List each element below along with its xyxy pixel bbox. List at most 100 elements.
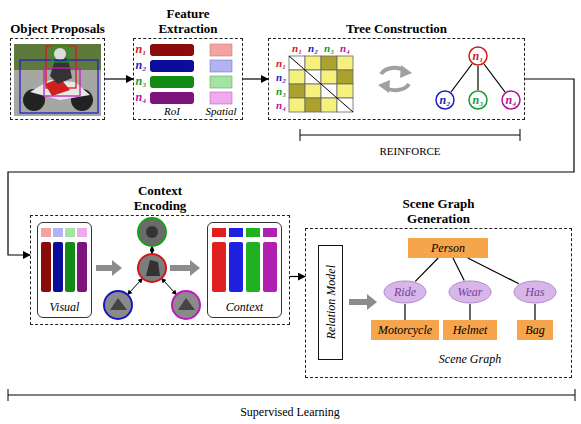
adjacency-matrix [289,56,353,112]
image-figure [146,260,160,276]
text-label: REINFORCE [379,145,440,157]
text-label: n₂ [136,59,147,72]
matrix-cell [289,98,305,112]
photo [14,44,101,116]
connector [468,258,519,284]
roi-bar [53,242,63,292]
stage-box: Tree Constructionn₁n₂n₃n₄ [268,38,525,120]
text-label: n₃ [324,42,334,54]
supervised-bracket [8,389,575,401]
context-cube [246,228,260,237]
node-shape [449,281,491,303]
helmet [54,48,66,60]
connector [415,258,438,281]
context-link [152,246,153,254]
context-link [162,278,177,294]
stage-box: Object Proposals [10,38,105,120]
context-bar [229,242,243,292]
tree-node: n₃ [468,90,488,110]
matrix-cell [321,98,337,112]
matrix-cell [289,84,305,98]
node-text: Relation Model [324,265,338,339]
bounding-box [46,46,76,88]
matrix-cell [305,98,321,112]
image-figure [178,298,195,310]
matrix-cell [305,56,321,70]
roi-bar [65,242,75,292]
image-circle [172,291,200,319]
node-shape [514,281,556,303]
node-text: n₁ [473,49,484,63]
text-label: Scene Graph [439,353,501,366]
tree-node: n₄ [501,90,521,110]
image-circle [138,218,166,246]
flow-arrow [96,260,122,276]
roi-bar [150,44,194,56]
connector [484,64,505,92]
stage-box: Context EncodingVisualContext [30,215,290,325]
cycle-head [400,65,412,78]
image-circle [104,291,132,319]
text-label: n₁ [292,42,302,54]
box-heading: Object Proposals [10,21,105,36]
text-label: n₄ [340,42,350,54]
feature-box: Context [207,222,282,318]
roi-bar [150,76,194,88]
node-text: n₃ [473,93,484,107]
box-heading: Scene Graph Generation [389,196,489,226]
image-circle [138,254,166,282]
context-bar [212,242,226,292]
box-heading: Tree Construction [297,21,497,36]
image-figure [110,298,127,310]
connector [453,258,464,280]
box-heading: Context Encoding [115,183,205,213]
node-text: Helmet [453,323,488,337]
roi-bar [150,92,194,104]
connector [404,304,405,320]
connector [469,304,470,320]
spatial-cube [210,92,232,104]
bounding-box [44,68,80,96]
node-text: Motorcycle [378,323,432,337]
box-heading: Feature Extraction [143,6,233,36]
matrix-cell [321,70,337,84]
node-shape [502,91,520,109]
connector [290,276,305,277]
text-label: n₃ [276,85,286,97]
node-text: Person [431,241,465,255]
cycle-head [378,80,390,93]
context-bar [246,242,260,292]
node-text: Has [525,285,544,299]
context-cube [263,228,277,237]
flow-arrow [170,260,200,276]
predicate-ellipse: Has [513,280,557,304]
connector [105,78,133,79]
context-bar [263,242,277,292]
stage-box: Scene Graph GenerationRelation ModelPers… [305,228,572,378]
object-box: Motorcycle [371,320,439,340]
spatial-cube [210,76,232,88]
image-figure [146,226,158,238]
node-text: Bag [525,323,544,337]
node-shape [469,91,487,109]
roi-bar [41,242,51,292]
predicate-ellipse: Wear [448,280,492,304]
connector [477,66,478,90]
matrix-cell [321,56,337,70]
spatial-cube [77,228,87,237]
matrix-cell [337,56,353,70]
object-box: Bag [517,320,553,340]
photo-background [14,44,101,116]
reinforce-bracket [300,129,520,141]
spatial-cube [53,228,63,237]
text-label: n₄ [136,91,147,104]
object-box: Helmet [443,320,497,340]
context-link [128,278,143,294]
spatial-cube [210,60,232,72]
node-shape [469,47,487,65]
text-label: n₄ [276,99,286,111]
feature-bars [150,44,232,104]
context-features [212,228,277,292]
matrix-cell [337,70,353,84]
